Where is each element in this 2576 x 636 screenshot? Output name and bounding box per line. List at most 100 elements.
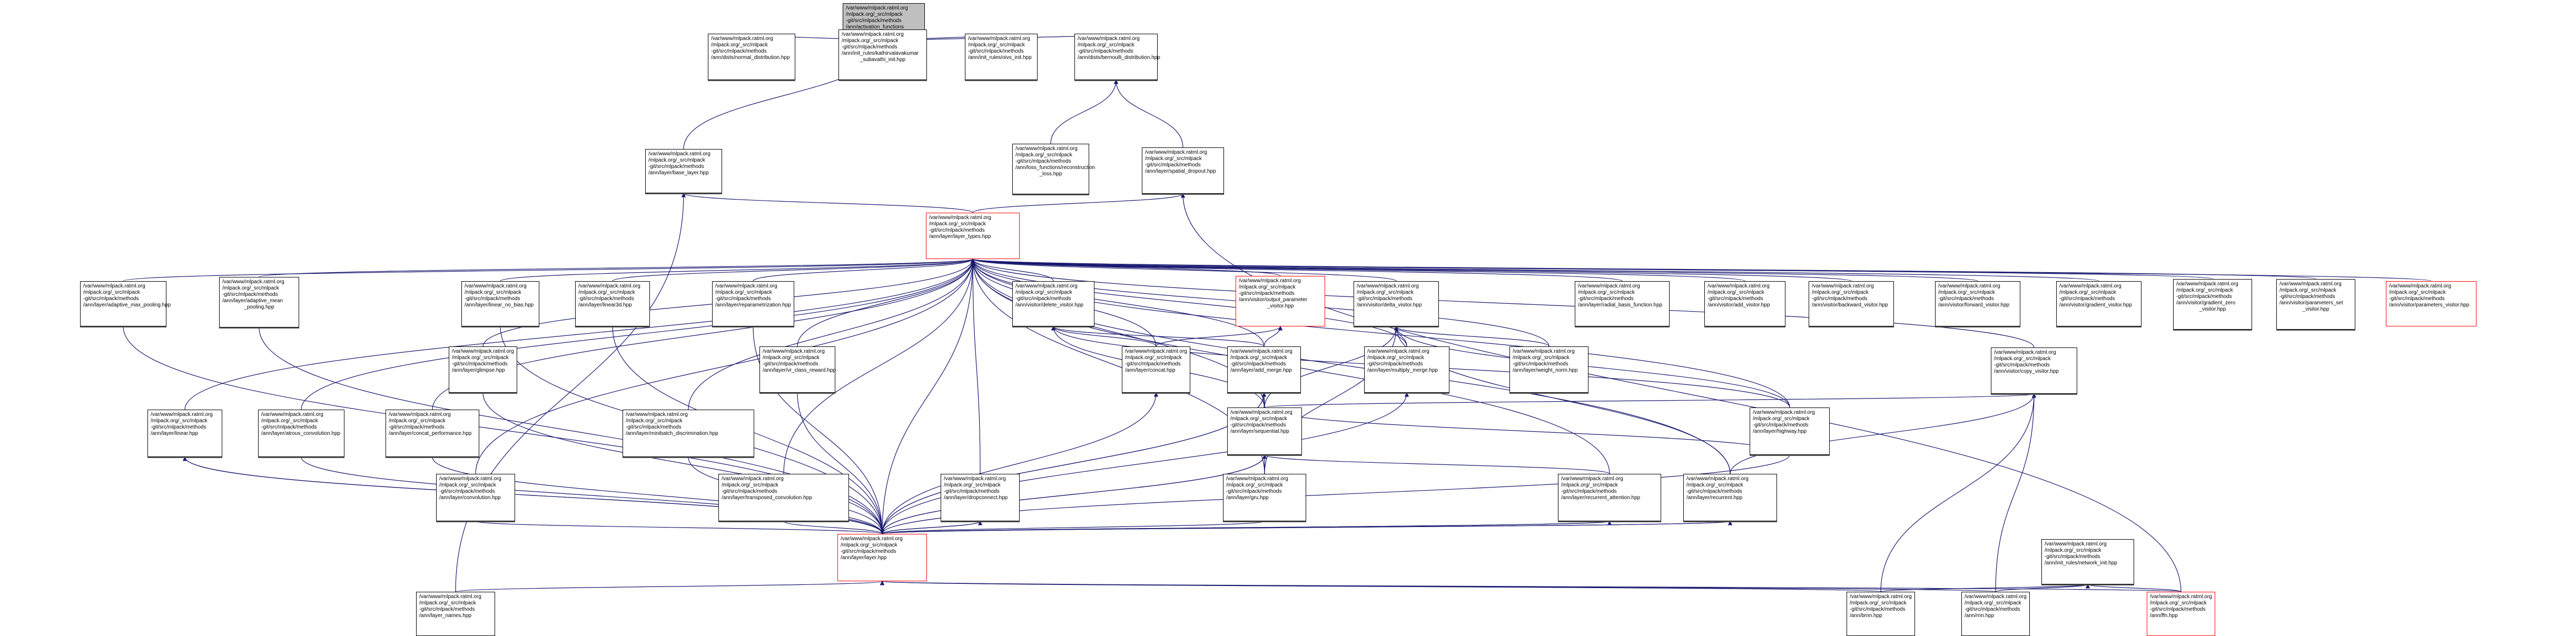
file-node-parameters-set[interactable]: /var/www/mlpack.ratml.org/mlpack.org/_sr… <box>2276 279 2355 330</box>
file-node-gradient-zero[interactable]: /var/www/mlpack.ratml.org/mlpack.org/_sr… <box>2173 279 2252 330</box>
file-node-output-param[interactable]: /var/www/mlpack.ratml.org/mlpack.org/_sr… <box>1236 276 1325 326</box>
file-node-multiply-merge[interactable]: /var/www/mlpack.ratml.org/mlpack.org/_sr… <box>1364 346 1449 393</box>
include-edge-output-param-to-layer-types <box>971 259 1281 276</box>
file-node-concat-perf[interactable]: /var/www/mlpack.ratml.org/mlpack.org/_sr… <box>386 410 479 457</box>
file-node-linear-no-bias[interactable]: /var/www/mlpack.ratml.org/mlpack.org/_sr… <box>461 281 539 326</box>
include-edge-rnn-to-copy-visitor <box>1995 393 2037 592</box>
file-node-base-layer[interactable]: /var/www/mlpack.ratml.org/mlpack.org/_sr… <box>645 149 722 193</box>
file-node-delete-visitor[interactable]: /var/www/mlpack.ratml.org/mlpack.org/_sr… <box>1012 281 1094 326</box>
file-node-copy-visitor[interactable]: /var/www/mlpack.ratml.org/mlpack.org/_sr… <box>1991 347 2077 394</box>
node-path-line: /ann/layer/weight_norm.hpp <box>1513 367 1578 373</box>
node-path-line: /var/www/mlpack.ratml.org <box>2045 541 2107 547</box>
file-node-spatial-dropout[interactable]: /var/www/mlpack.ratml.org/mlpack.org/_sr… <box>1142 147 1224 194</box>
file-node-network-init[interactable]: /var/www/mlpack.ratml.org/mlpack.org/_sr… <box>2041 539 2134 584</box>
node-path-line: -git/src/mlpack/methods <box>261 424 317 430</box>
node-path-line: -git/src/mlpack/methods <box>1965 607 2020 612</box>
file-node-minibatch[interactable]: /var/www/mlpack.ratml.org/mlpack.org/_sr… <box>623 410 754 457</box>
node-path-line: /var/www/mlpack.ratml.org <box>1230 349 1292 354</box>
node-path-line: /mlpack.org/_src/mlpack <box>1145 156 1202 162</box>
node-path-line: /var/www/mlpack.ratml.org <box>1367 349 1429 354</box>
node-path-line: /var/www/mlpack.ratml.org <box>2279 281 2342 287</box>
node-path-line: /mlpack.org/_src/mlpack <box>1015 152 1072 158</box>
file-node-linear[interactable]: /var/www/mlpack.ratml.org/mlpack.org/_sr… <box>147 410 222 457</box>
node-path-line: -git/src/mlpack/methods <box>1239 291 1295 296</box>
file-node-backward-visitor[interactable]: /var/www/mlpack.ratml.org/mlpack.org/_sr… <box>1809 281 1894 326</box>
file-node-weight-norm[interactable]: /var/www/mlpack.ratml.org/mlpack.org/_sr… <box>1509 346 1588 393</box>
node-path-line: /var/www/mlpack.ratml.org <box>1686 476 1749 482</box>
file-node-dropconnect[interactable]: /var/www/mlpack.ratml.org/mlpack.org/_sr… <box>941 474 1020 521</box>
node-path-line: /ann/activation_functions <box>846 24 904 30</box>
file-node-sequential[interactable]: /var/www/mlpack.ratml.org/mlpack.org/_sr… <box>1227 408 1302 455</box>
node-path-line: /ann/visitor/forward_visitor.hpp <box>1938 302 2010 308</box>
file-node-layer-names[interactable]: /var/www/mlpack.ratml.org/mlpack.org/_sr… <box>416 592 495 636</box>
file-node-forward-visitor[interactable]: /var/www/mlpack.ratml.org/mlpack.org/_sr… <box>1935 281 2020 326</box>
node-path-line: /mlpack.org/_src/mlpack <box>465 290 521 295</box>
node-path-line: /var/www/mlpack.ratml.org <box>968 36 1030 42</box>
node-path-line: /ann/layer/linear.hpp <box>151 431 199 436</box>
file-node-convolution[interactable]: /var/www/mlpack.ratml.org/mlpack.org/_sr… <box>436 474 515 521</box>
file-node-recon-loss[interactable]: /var/www/mlpack.ratml.org/mlpack.org/_sr… <box>1012 144 1095 194</box>
file-node-layer-types[interactable]: /var/www/mlpack.ratml.org/mlpack.org/_sr… <box>926 213 1020 259</box>
node-path-line: /ann/dists/normal_distribution.hpp <box>711 55 790 61</box>
node-path-line: /var/www/mlpack.ratml.org <box>1230 410 1292 415</box>
file-node-gru[interactable]: /var/www/mlpack.ratml.org/mlpack.org/_sr… <box>1223 474 1306 521</box>
node-path-line: -git/src/mlpack/methods <box>722 489 777 494</box>
node-path-line: /var/www/mlpack.ratml.org <box>419 594 481 600</box>
node-path-line: /ann/layer_names.hpp <box>419 613 471 619</box>
file-node-vr-class[interactable]: /var/www/mlpack.ratml.org/mlpack.org/_sr… <box>759 346 836 393</box>
file-node-transposed[interactable]: /var/www/mlpack.ratml.org/mlpack.org/_sr… <box>718 474 849 521</box>
file-node-reparam[interactable]: /var/www/mlpack.ratml.org/mlpack.org/_sr… <box>712 281 794 326</box>
file-node-brnn[interactable]: /var/www/mlpack.ratml.org/mlpack.org/_sr… <box>1847 592 1915 636</box>
include-edge-convolution-to-layer-types <box>475 259 975 474</box>
node-path-line: -git/src/mlpack/methods <box>1357 296 1413 302</box>
file-node-glimpse[interactable]: /var/www/mlpack.ratml.org/mlpack.org/_sr… <box>449 346 517 393</box>
file-node-highway[interactable]: /var/www/mlpack.ratml.org/mlpack.org/_sr… <box>1750 408 1830 455</box>
file-node-linear3d[interactable]: /var/www/mlpack.ratml.org/mlpack.org/_sr… <box>575 281 650 326</box>
node-path-line: -git/src/mlpack/methods <box>1812 296 1868 302</box>
file-node-add-merge[interactable]: /var/www/mlpack.ratml.org/mlpack.org/_sr… <box>1227 346 1301 393</box>
file-node-bernoulli[interactable]: /var/www/mlpack.ratml.org/mlpack.org/_sr… <box>1074 34 1160 80</box>
file-node-normal-dist[interactable]: /var/www/mlpack.ratml.org/mlpack.org/_sr… <box>708 34 795 80</box>
node-path-line: /ann/visitor/parameters_set <box>2279 300 2343 306</box>
include-edge-atrous-to-layer-types <box>301 259 975 410</box>
node-path-line: -git/src/mlpack/methods <box>389 424 445 430</box>
file-node-add-visitor[interactable]: /var/www/mlpack.ratml.org/mlpack.org/_sr… <box>1704 281 1785 326</box>
node-path-line: /mlpack.org/_src/mlpack <box>846 12 903 17</box>
file-node-oivs[interactable]: /var/www/mlpack.ratml.org/mlpack.org/_sr… <box>965 34 1038 80</box>
node-path-line: /var/www/mlpack.ratml.org <box>944 476 1006 482</box>
file-node-delta-visitor[interactable]: /var/www/mlpack.ratml.org/mlpack.org/_sr… <box>1354 281 1439 326</box>
file-node-rbf[interactable]: /var/www/mlpack.ratml.org/mlpack.org/_sr… <box>1575 281 1670 326</box>
file-node-kathir[interactable]: /var/www/mlpack.ratml.org/mlpack.org/_sr… <box>838 29 927 80</box>
include-edge-layer-names-to-layer <box>455 581 884 592</box>
node-path-line: /ann/layer/minibatch_discrimination.hpp <box>626 431 718 436</box>
file-node-parameters-visitor[interactable]: /var/www/mlpack.ratml.org/mlpack.org/_sr… <box>2386 281 2476 326</box>
node-path-line: /ann/visitor/parameters_visitor.hpp <box>2389 302 2470 308</box>
file-node-ffn[interactable]: /var/www/mlpack.ratml.org/mlpack.org/_sr… <box>2147 592 2215 636</box>
file-node-concat[interactable]: /var/www/mlpack.ratml.org/mlpack.org/_sr… <box>1122 346 1190 393</box>
include-edge-delta-visitor-to-layer-types <box>971 259 1397 282</box>
node-path-line: -git/src/mlpack/methods <box>715 296 771 302</box>
file-node-rnn[interactable]: /var/www/mlpack.ratml.org/mlpack.org/_sr… <box>1961 592 2030 636</box>
node-path-line: -git/src/mlpack/methods <box>1226 489 1282 494</box>
file-node-adaptive-max[interactable]: /var/www/mlpack.ratml.org/mlpack.org/_sr… <box>80 281 171 326</box>
node-path-line: /ann/visitor/copy_visitor.hpp <box>1994 369 2059 374</box>
node-path-line: /ann/layer/recurrent_attention.hpp <box>1561 495 1641 501</box>
node-path-line: /mlpack.org/_src/mlpack <box>1994 356 2051 362</box>
node-path-line: -git/src/mlpack/methods <box>1686 489 1742 494</box>
node-path-line: /ann/visitor/gradient_zero <box>2176 300 2236 306</box>
node-path-line: /var/www/mlpack.ratml.org <box>389 412 451 418</box>
node-path-line: /var/www/mlpack.ratml.org <box>648 151 710 157</box>
file-node-layer[interactable]: /var/www/mlpack.ratml.org/mlpack.org/_sr… <box>837 534 927 581</box>
node-path-line: /ann/layer/radial_basis_function.hpp <box>1578 302 1663 308</box>
file-node-gradient-visitor[interactable]: /var/www/mlpack.ratml.org/mlpack.org/_sr… <box>2056 281 2141 326</box>
include-edge-linear-to-layer-types <box>184 259 975 410</box>
file-node-atrous[interactable]: /var/www/mlpack.ratml.org/mlpack.org/_sr… <box>258 410 344 457</box>
include-edge-layer-to-dropconnect <box>882 521 983 534</box>
file-node-adaptive-mean[interactable]: /var/www/mlpack.ratml.org/mlpack.org/_sr… <box>219 277 299 327</box>
node-path-line: -git/src/mlpack/methods <box>841 549 896 554</box>
node-path-line: /mlpack.org/_src/mlpack <box>151 418 208 424</box>
node-path-line: /mlpack.org/_src/mlpack <box>711 42 768 48</box>
file-node-recurrent[interactable]: /var/www/mlpack.ratml.org/mlpack.org/_sr… <box>1683 474 1777 521</box>
include-edge-layer-to-layer-types <box>882 259 975 534</box>
file-node-recurrent-attention[interactable]: /var/www/mlpack.ratml.org/mlpack.org/_sr… <box>1558 474 1661 521</box>
